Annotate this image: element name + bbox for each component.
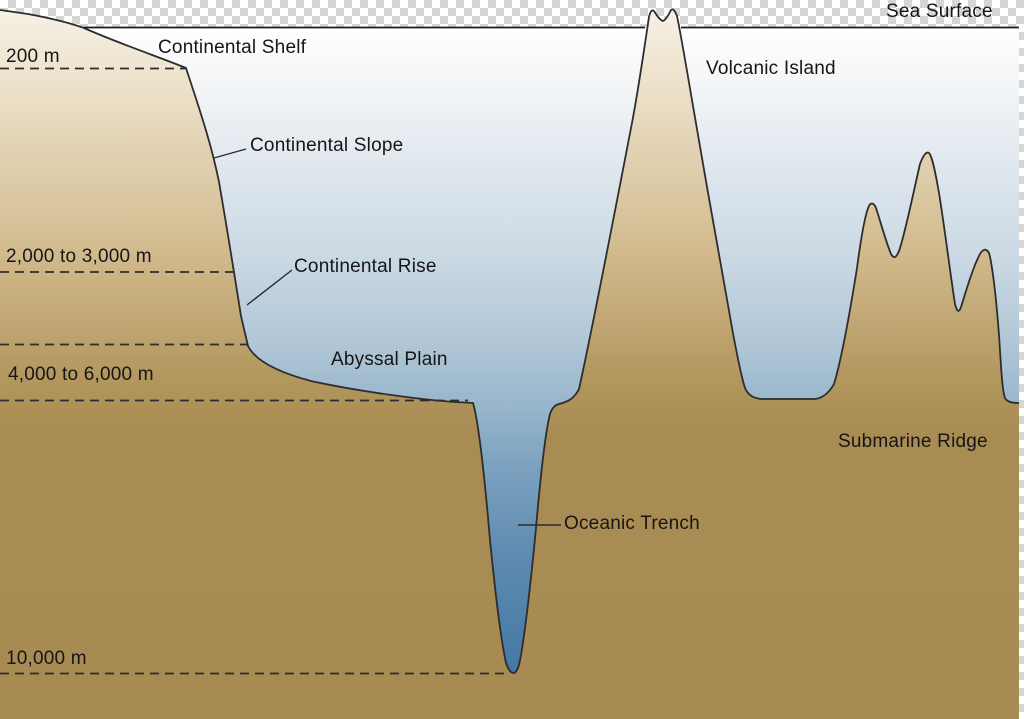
continental-slope-label: Continental Slope xyxy=(250,135,404,156)
oceanic-trench-label: Oceanic Trench xyxy=(564,513,700,534)
depth-2000-3000m-label: 2,000 to 3,000 m xyxy=(6,246,152,267)
depth-200m-label: 200 m xyxy=(6,46,60,67)
sea-surface-label: Sea Surface xyxy=(886,1,993,22)
volcanic-island-label: Volcanic Island xyxy=(706,58,836,79)
depth-4000-6000m-label: 4,000 to 6,000 m xyxy=(8,364,154,385)
continental-rise-label: Continental Rise xyxy=(294,256,437,277)
abyssal-plain-label: Abyssal Plain xyxy=(331,349,448,370)
terrain-outline xyxy=(0,8,1019,674)
seafloor-terrain xyxy=(0,9,1019,719)
continental-rise-leader-line xyxy=(246,269,293,306)
depth-10000m-label: 10,000 m xyxy=(6,648,87,669)
submarine-ridge-label: Submarine Ridge xyxy=(838,431,988,452)
continental-slope-leader-line xyxy=(213,148,247,159)
continental-shelf-label: Continental Shelf xyxy=(158,37,307,58)
